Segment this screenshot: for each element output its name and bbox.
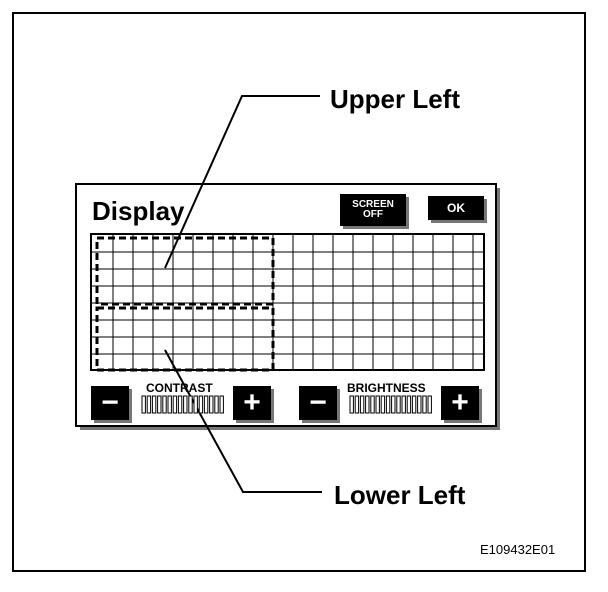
level-bar bbox=[214, 395, 219, 414]
screen-off-button[interactable]: SCREEN OFF bbox=[340, 194, 406, 226]
figure-id: E109432E01 bbox=[480, 542, 556, 557]
brightness-label: BRIGHTNESS bbox=[347, 381, 426, 395]
level-bar bbox=[422, 395, 427, 414]
level-bar bbox=[411, 395, 417, 414]
lower-left-zone bbox=[95, 306, 275, 372]
level-bar bbox=[391, 395, 396, 414]
level-bar bbox=[141, 395, 146, 414]
level-bar bbox=[365, 395, 370, 414]
level-bar bbox=[162, 395, 167, 414]
brightness-minus-button[interactable]: − bbox=[299, 386, 337, 420]
level-bar bbox=[359, 395, 365, 414]
contrast-label: CONTRAST bbox=[146, 381, 213, 395]
plus-icon: + bbox=[243, 386, 261, 419]
level-bar bbox=[354, 395, 360, 414]
level-bar bbox=[380, 395, 386, 414]
upper-left-callout: Upper Left bbox=[330, 84, 460, 114]
brightness-plus-button[interactable]: + bbox=[441, 386, 479, 420]
level-bar bbox=[198, 395, 204, 414]
screen-area bbox=[90, 233, 485, 371]
plus-icon: + bbox=[451, 386, 469, 419]
level-bar bbox=[406, 395, 412, 414]
level-bar bbox=[427, 395, 432, 414]
level-bar bbox=[183, 395, 188, 414]
level-bar bbox=[219, 395, 224, 414]
lower-left-callout: Lower Left bbox=[334, 480, 466, 510]
panel-title: Display bbox=[92, 196, 185, 226]
level-bar bbox=[349, 395, 354, 414]
screen-grid bbox=[92, 235, 483, 369]
level-bar bbox=[401, 395, 406, 414]
level-bar bbox=[375, 395, 380, 414]
minus-icon: − bbox=[101, 386, 119, 419]
contrast-minus-button[interactable]: − bbox=[91, 386, 129, 420]
level-bar bbox=[151, 395, 157, 414]
level-bar bbox=[167, 395, 172, 414]
level-bar bbox=[203, 395, 209, 414]
figure-frame bbox=[12, 12, 586, 572]
level-bar bbox=[193, 395, 198, 414]
contrast-plus-button[interactable]: + bbox=[233, 386, 271, 420]
minus-icon: − bbox=[309, 386, 327, 419]
level-bar bbox=[209, 395, 214, 414]
level-bar bbox=[177, 395, 183, 414]
ok-button[interactable]: OK bbox=[428, 196, 484, 220]
upper-left-leader bbox=[164, 95, 320, 269]
level-bar bbox=[157, 395, 162, 414]
level-bar bbox=[146, 395, 152, 414]
brightness-level-bars bbox=[349, 395, 432, 414]
level-bar bbox=[417, 395, 422, 414]
level-bar bbox=[396, 395, 401, 414]
upper-left-zone bbox=[95, 236, 275, 306]
level-bar bbox=[370, 395, 375, 414]
level-bar bbox=[385, 395, 391, 414]
contrast-level-bars bbox=[141, 395, 224, 414]
level-bar bbox=[188, 395, 193, 414]
level-bar bbox=[172, 395, 178, 414]
